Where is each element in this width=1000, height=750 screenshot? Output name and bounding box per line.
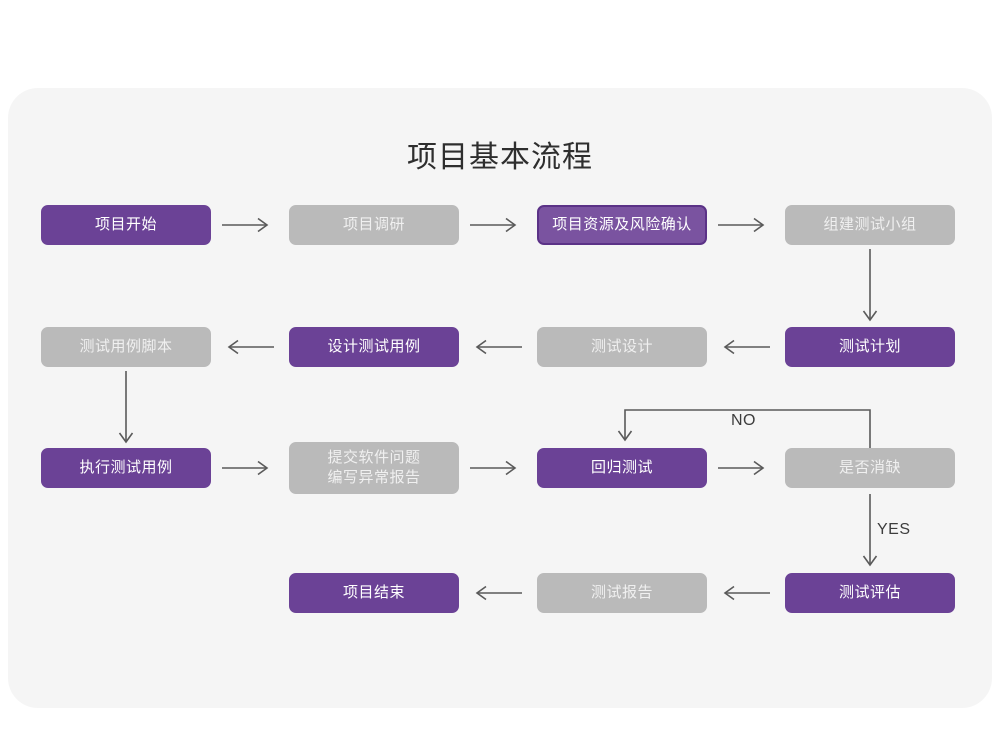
flowchart-card bbox=[8, 88, 992, 708]
node-test-case-script[interactable]: 测试用例脚本 bbox=[41, 327, 211, 367]
node-form-test-team[interactable]: 组建测试小组 bbox=[785, 205, 955, 245]
node-project-start[interactable]: 项目开始 bbox=[41, 205, 211, 245]
node-is-defect-cleared[interactable]: 是否消缺 bbox=[785, 448, 955, 488]
node-execute-test-case[interactable]: 执行测试用例 bbox=[41, 448, 211, 488]
node-regression-test[interactable]: 回归测试 bbox=[537, 448, 707, 488]
edge-label-yes: YES bbox=[877, 521, 911, 538]
node-test-plan[interactable]: 测试计划 bbox=[785, 327, 955, 367]
node-test-evaluation[interactable]: 测试评估 bbox=[785, 573, 955, 613]
page-title: 项目基本流程 bbox=[407, 141, 593, 174]
node-project-end[interactable]: 项目结束 bbox=[289, 573, 459, 613]
node-test-report[interactable]: 测试报告 bbox=[537, 573, 707, 613]
edge-label-no: NO bbox=[731, 412, 756, 429]
node-resource-risk-confirm[interactable]: 项目资源及风险确认 bbox=[537, 205, 707, 245]
node-submit-defect-report[interactable]: 提交软件问题 编写异常报告 bbox=[289, 442, 459, 494]
node-test-design[interactable]: 测试设计 bbox=[537, 327, 707, 367]
node-design-test-case[interactable]: 设计测试用例 bbox=[289, 327, 459, 367]
node-project-research[interactable]: 项目调研 bbox=[289, 205, 459, 245]
